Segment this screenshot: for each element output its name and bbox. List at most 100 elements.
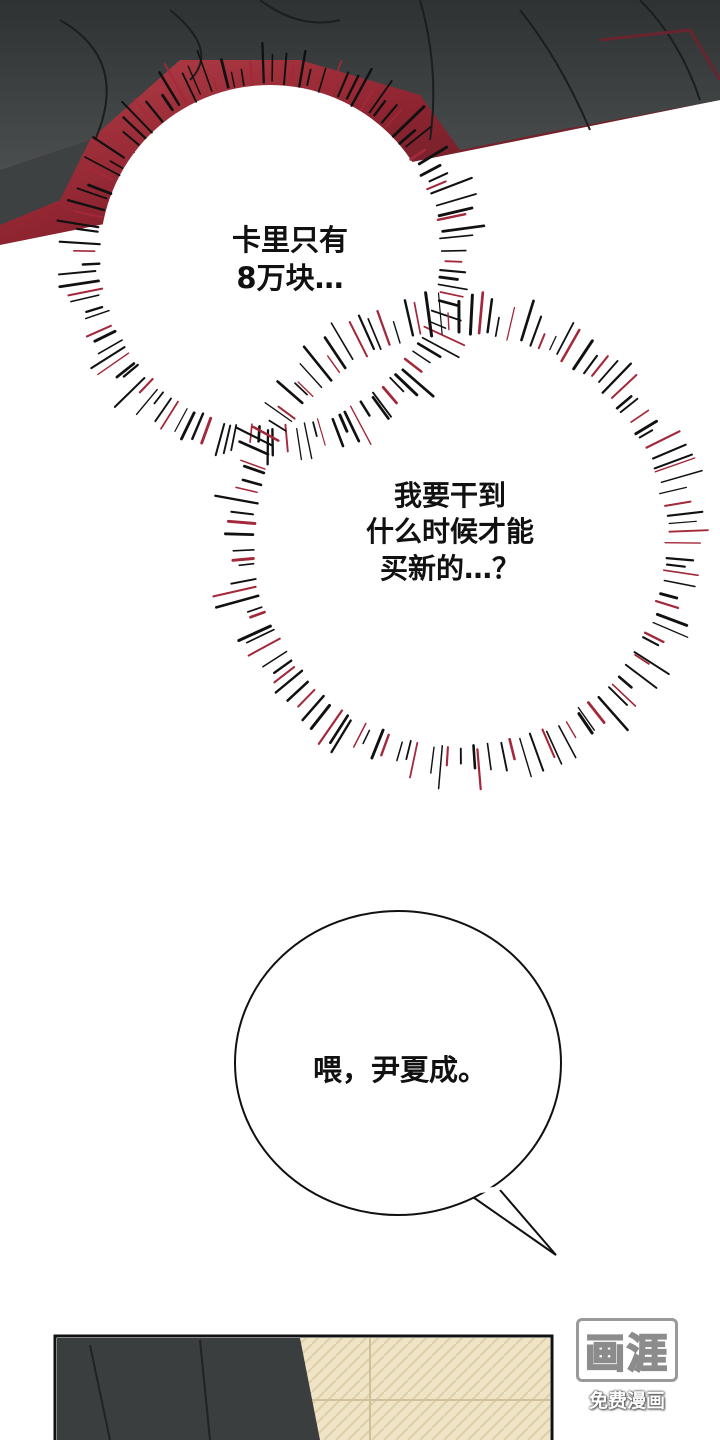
burst-line [246, 628, 275, 644]
burst-line [58, 240, 101, 246]
burst-line [577, 706, 595, 731]
burst-line [135, 388, 158, 416]
burst-line [84, 309, 110, 320]
burst-line [430, 309, 462, 322]
burst-line [403, 299, 415, 337]
burst-line [608, 686, 628, 706]
burst-line [430, 176, 473, 195]
burst-line [545, 730, 563, 765]
burst-line [72, 209, 104, 219]
burst-line [223, 532, 255, 536]
burst-line [439, 234, 474, 240]
watermark: 画涯 免费漫画 [562, 1318, 692, 1413]
burst-line [508, 737, 516, 761]
burst-line [371, 395, 390, 420]
burst-line [441, 224, 486, 233]
burst-line [345, 74, 360, 100]
burst-line [242, 464, 266, 475]
burst-line [506, 306, 516, 341]
burst-line [362, 729, 371, 745]
burst-line [537, 333, 546, 350]
burst-line [486, 742, 492, 771]
burst-line [560, 328, 581, 363]
burst-line [416, 342, 442, 359]
burst-line [303, 422, 313, 460]
burst-line [429, 321, 447, 329]
burst-line [85, 305, 104, 314]
burst-line [87, 166, 114, 181]
burst-line [153, 391, 165, 405]
burst-line [668, 529, 709, 533]
burst-line [519, 737, 532, 778]
burst-line [230, 424, 238, 452]
burst-line [309, 703, 331, 730]
burst-line [597, 695, 629, 732]
burst-line [276, 380, 304, 405]
burst-line [326, 355, 341, 374]
burst-line [67, 287, 104, 297]
burst-line [396, 741, 403, 762]
speech-bubble-text: 喂，尹夏成。 [312, 1053, 487, 1087]
burst-line [359, 400, 371, 417]
burst-line [273, 666, 296, 684]
burst-line [262, 650, 288, 668]
burst-line [357, 314, 375, 351]
burst-line [426, 180, 447, 191]
burst-line [583, 354, 599, 375]
burst-line [70, 294, 100, 303]
burst-line [261, 41, 265, 84]
burst-line [549, 335, 557, 351]
burst-line [587, 701, 606, 724]
burst-line [611, 374, 638, 399]
burst-line [424, 291, 434, 338]
burst-line [500, 741, 508, 772]
burst-line [187, 65, 202, 95]
burst-line [92, 136, 126, 159]
burst-line [668, 520, 697, 525]
burst-line [529, 315, 543, 347]
burst-line [230, 510, 254, 516]
burst-line [85, 324, 112, 338]
burst-line [662, 569, 699, 577]
burst-line [663, 579, 696, 588]
burst-line [252, 425, 280, 442]
burst-line [338, 413, 349, 433]
watermark-subtitle: 免费漫画 [588, 1390, 665, 1412]
burst-line [212, 77, 219, 93]
burst-line [264, 402, 293, 423]
burst-line [235, 486, 258, 494]
burst-line [331, 417, 345, 448]
burst-line [56, 219, 100, 229]
burst-line [665, 556, 695, 562]
burst-line [556, 321, 575, 355]
burst-line [323, 336, 347, 370]
burst-line [392, 321, 401, 344]
burst-line [398, 129, 417, 145]
burst-line [447, 312, 450, 331]
burst-line [494, 316, 500, 337]
burst-line [301, 694, 325, 722]
burst-line [249, 423, 253, 443]
burst-line [634, 419, 658, 436]
burst-line [93, 329, 117, 343]
burst-line [219, 58, 230, 89]
burst-line [476, 748, 482, 791]
burst-line [145, 100, 164, 123]
burst-line [122, 363, 139, 378]
burst-line [486, 298, 494, 334]
burst-line [412, 350, 431, 364]
burst-line [247, 637, 281, 657]
bubble-1-spikes [56, 41, 486, 466]
burst-line [160, 400, 179, 430]
burst-line [409, 742, 419, 779]
burst-line [413, 301, 422, 335]
burst-line [439, 269, 467, 274]
burst-line [430, 746, 435, 774]
burst-line [665, 563, 686, 568]
burst-line [528, 732, 545, 772]
burst-line [122, 116, 147, 140]
burst-line [644, 631, 665, 644]
burst-line [296, 428, 303, 461]
burst-line [373, 99, 387, 117]
burst-line [367, 318, 382, 351]
